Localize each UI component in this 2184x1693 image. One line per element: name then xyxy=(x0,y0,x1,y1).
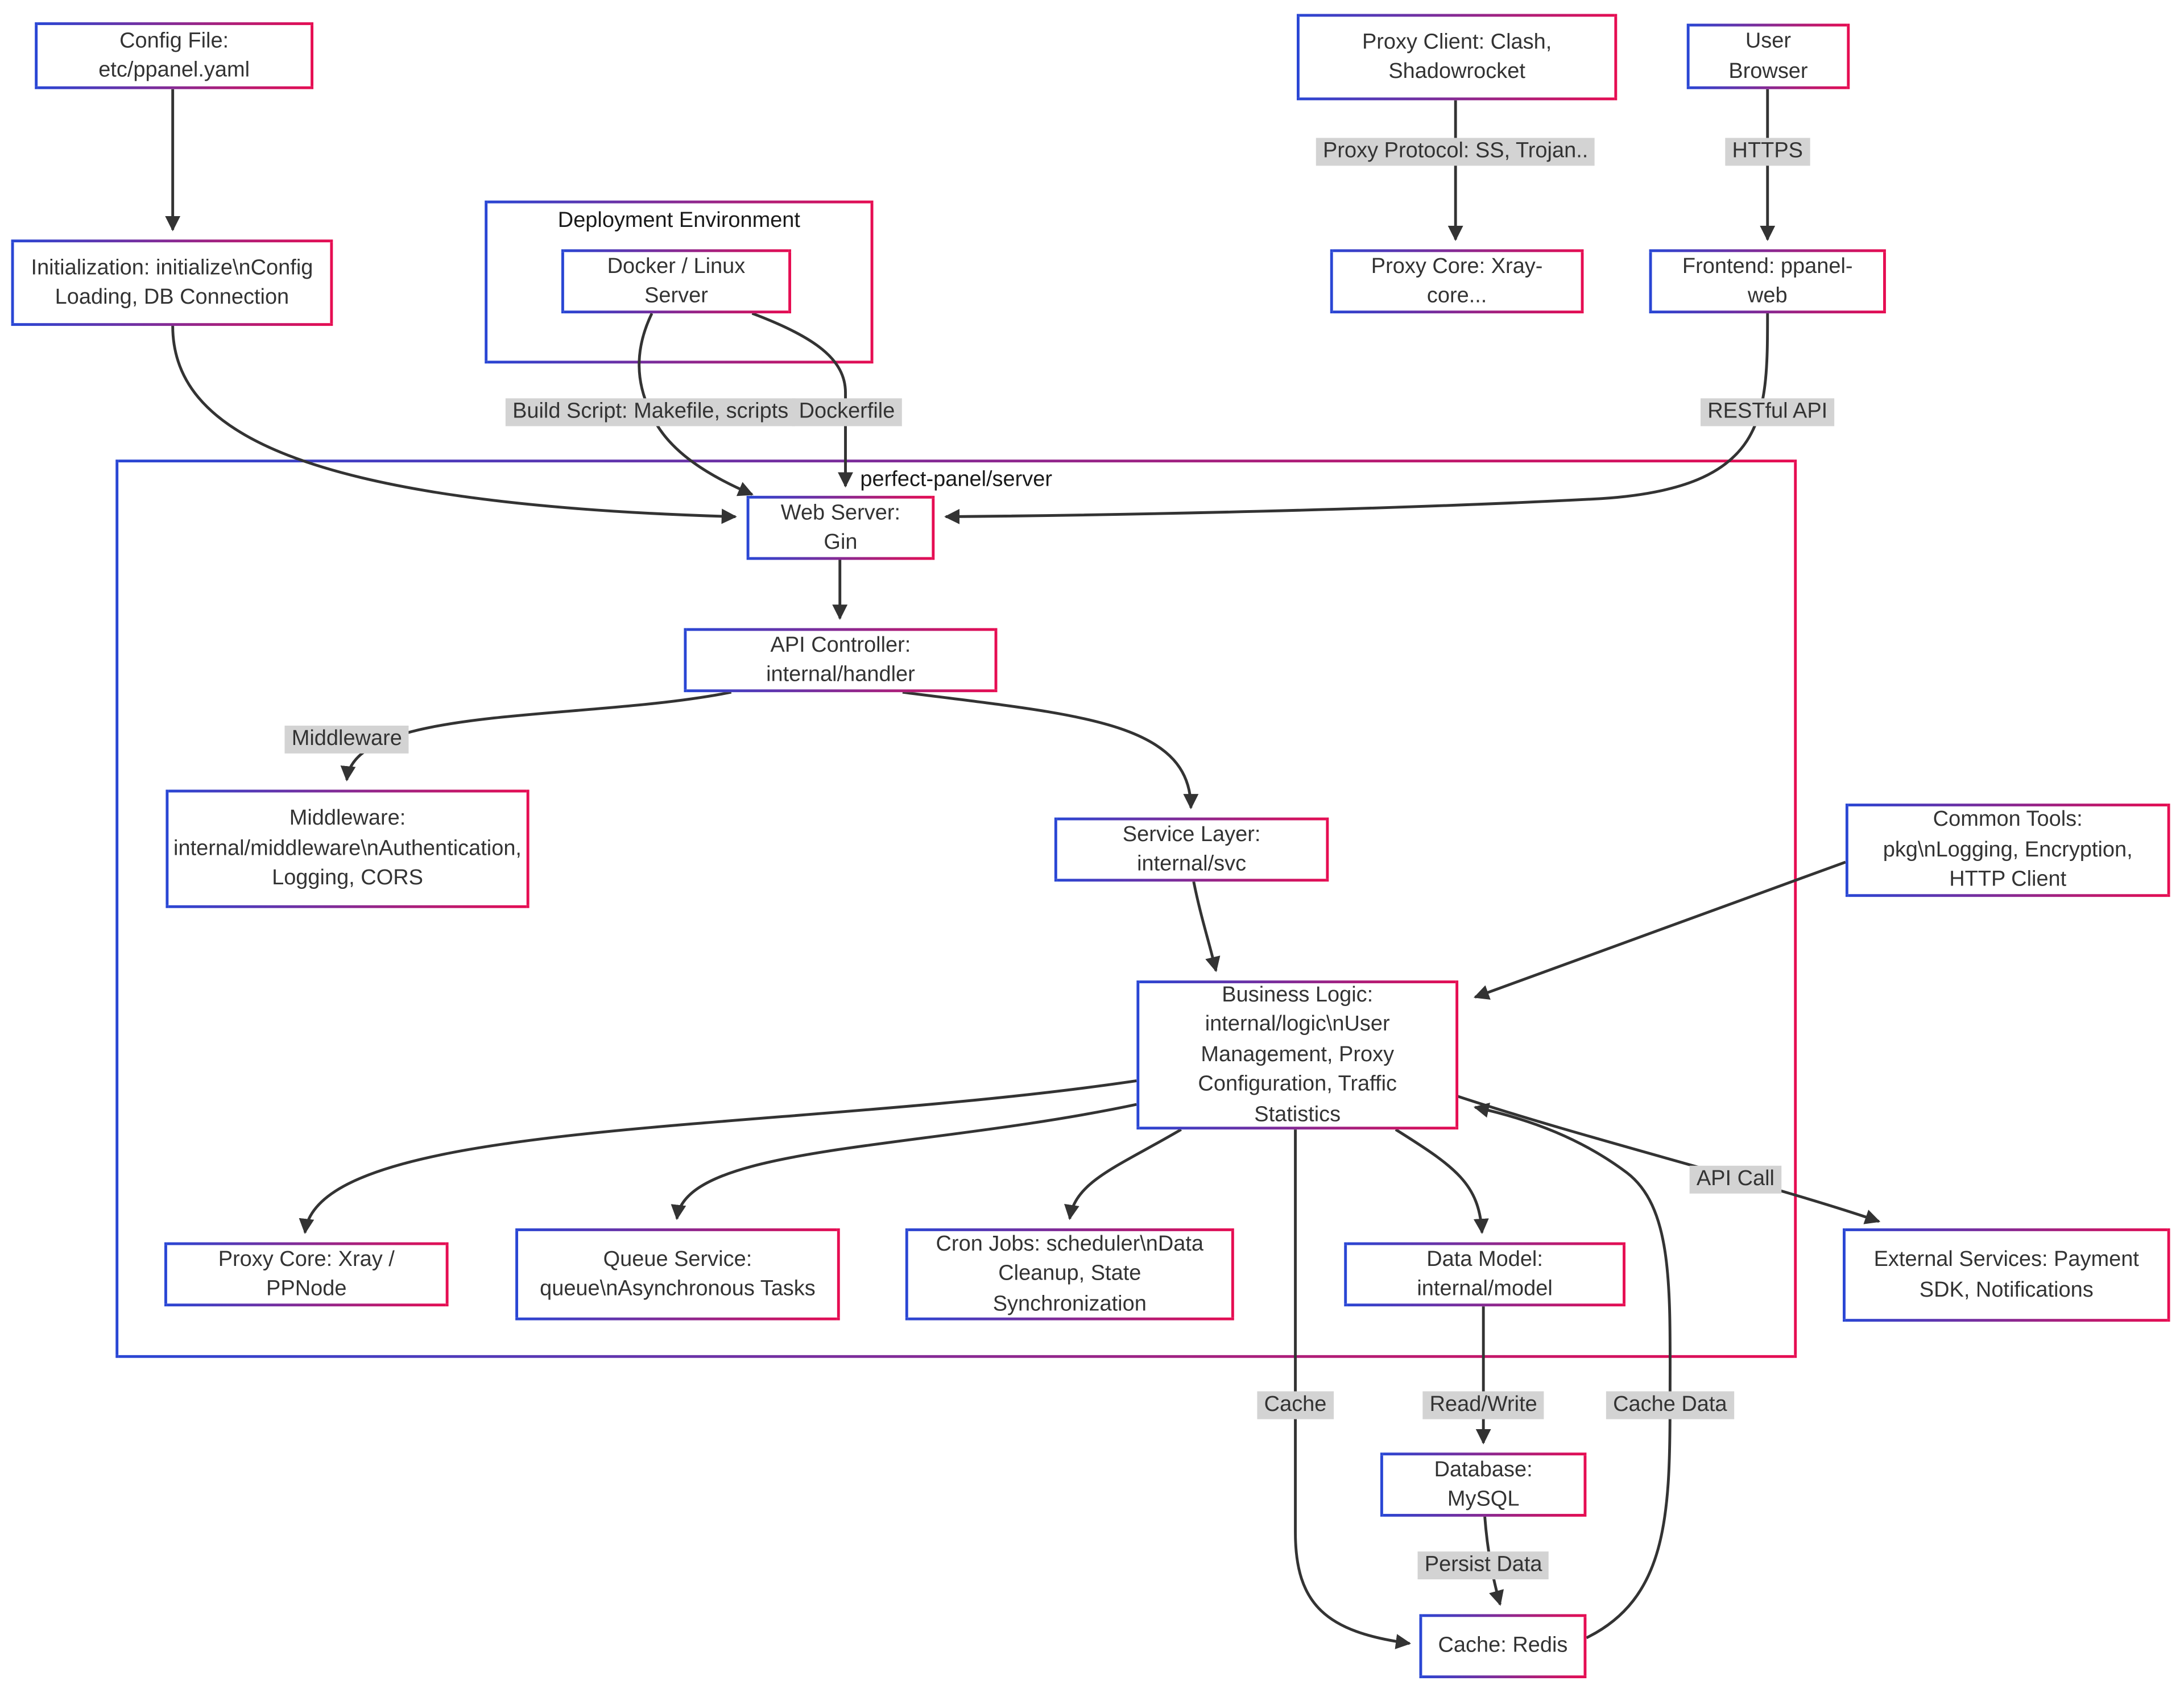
node-docker-linux-server: Docker / Linux Server xyxy=(561,249,792,314)
node-api-controller: API Controller: internal/handler xyxy=(684,628,998,693)
container-server-title: perfect-panel/server xyxy=(860,467,1053,492)
edge-label-cache: Cache xyxy=(1257,1391,1334,1419)
edge-label-cache-data: Cache Data xyxy=(1606,1391,1734,1419)
container-deployment-environment: Deployment Environment xyxy=(485,200,874,364)
node-proxy-client: Proxy Client: Clash, Shadowrocket xyxy=(1297,14,1618,101)
edge-init-to-gin xyxy=(171,326,737,524)
node-external-services: External Services: Payment SDK, Notifica… xyxy=(1843,1228,2170,1322)
edge-business-to-proxycore xyxy=(299,1079,1137,1235)
edge-label-persist-data: Persist Data xyxy=(1417,1551,1549,1580)
container-perfect-panel-server: perfect-panel/server xyxy=(115,460,1797,1358)
node-proxy-core-xray: Proxy Core: Xray-core... xyxy=(1330,249,1584,314)
edge-label-https: HTTPS xyxy=(1725,138,1810,166)
edge-label-read-write: Read/Write xyxy=(1422,1391,1545,1419)
edge-label-restful-api: RESTful API xyxy=(1701,398,1835,427)
node-user-browser: User Browser xyxy=(1686,23,1850,89)
edge-business-to-redis xyxy=(1294,1129,1412,1649)
node-business-logic: Business Logic: internal/logic\nUser Man… xyxy=(1136,980,1459,1130)
edge-label-middleware: Middleware xyxy=(284,725,410,754)
edge-service-to-business xyxy=(1192,881,1221,972)
edge-frontend-to-gin xyxy=(944,313,1769,524)
edge-redis-to-business xyxy=(1473,1102,1672,1640)
node-service-layer: Service Layer: internal/svc xyxy=(1054,817,1329,882)
node-config-file: Config File: etc/ppanel.yaml xyxy=(35,22,314,89)
edge-label-dockerfile: Dockerfile xyxy=(792,398,902,427)
node-database-mysql: Database: MySQL xyxy=(1380,1452,1587,1517)
edge-label-proxy-protocol: Proxy Protocol: SS, Trojan.. xyxy=(1316,138,1595,166)
edge-label-api-call: API Call xyxy=(1689,1165,1782,1194)
node-cache-redis: Cache: Redis xyxy=(1419,1614,1587,1679)
node-initialization: Initialization: initialize\nConfig Loadi… xyxy=(11,239,333,326)
edge-business-to-external xyxy=(1456,1095,1881,1224)
node-proxy-core-ppnode: Proxy Core: Xray / PPNode xyxy=(164,1242,449,1307)
container-deployment-title: Deployment Environment xyxy=(557,209,800,233)
node-frontend: Frontend: ppanel-web xyxy=(1649,249,1886,314)
edge-commontools-to-business xyxy=(1473,860,1846,1000)
node-queue-service: Queue Service: queue\nAsynchronous Tasks xyxy=(515,1228,840,1321)
edge-business-to-queue xyxy=(671,1103,1137,1220)
node-data-model: Data Model: internal/model xyxy=(1344,1242,1625,1307)
edge-label-build-script: Build Script: Makefile, scripts xyxy=(505,398,796,427)
node-common-tools: Common Tools: pkg\nLogging, Encryption, … xyxy=(1845,804,2170,897)
edge-business-to-datamodel xyxy=(1395,1128,1489,1235)
node-middleware: Middleware: internal/middleware\nAuthent… xyxy=(166,789,530,908)
edge-api-to-servicelayer xyxy=(902,690,1199,810)
node-cron-jobs: Cron Jobs: scheduler\nData Cleanup, Stat… xyxy=(905,1228,1234,1321)
node-web-server-gin: Web Server: Gin xyxy=(746,495,935,560)
edge-business-to-cron xyxy=(1064,1128,1182,1220)
edge-docker-dockerfile-to-gin xyxy=(751,312,854,488)
